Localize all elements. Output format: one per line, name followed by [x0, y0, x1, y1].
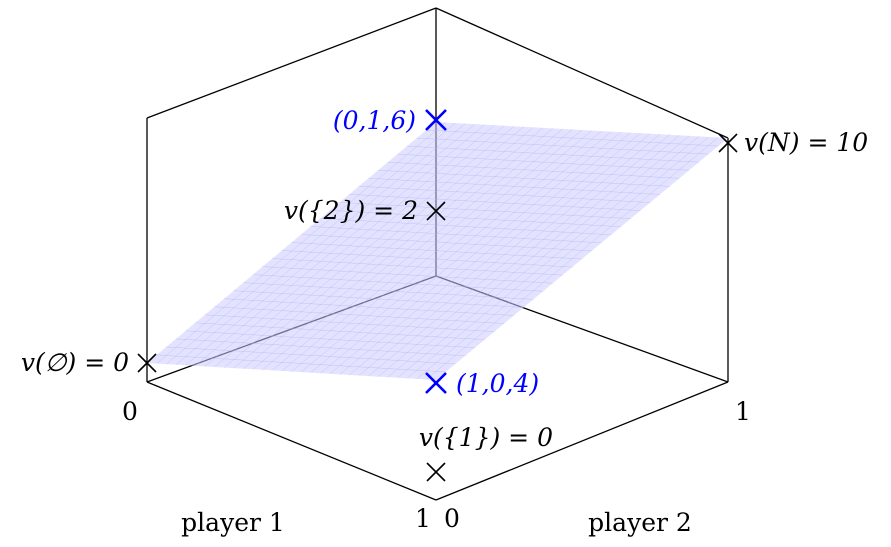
- x-tick-min: 0: [122, 397, 138, 426]
- mesh-line: [397, 153, 690, 171]
- mesh-line: [397, 135, 690, 378]
- mark-p016: [425, 109, 447, 131]
- mark-single2: [426, 201, 446, 221]
- mesh-line: [426, 137, 719, 380]
- y-axis-title: player 2: [588, 508, 692, 537]
- mark-grand: [718, 133, 738, 153]
- mesh-line: [416, 136, 709, 380]
- label-p104: (1,0,4): [456, 369, 539, 398]
- y-tick-max: 1: [735, 397, 751, 426]
- mesh-line: [416, 137, 709, 155]
- y-tick-min: 0: [444, 504, 460, 533]
- label-empty: v(∅) = 0: [21, 348, 129, 377]
- box-edge-top-right: [435, 7, 729, 139]
- x-axis-title: player 1: [181, 508, 285, 537]
- mesh-line: [387, 161, 680, 179]
- plane-mesh: [156, 122, 719, 380]
- y-axis-line: [435, 381, 729, 501]
- mesh-line: [426, 129, 719, 147]
- label-single1: v({1}) = 0: [419, 423, 553, 452]
- label-single2: v({2}) = 2: [284, 196, 418, 225]
- box-edge-top-left: [146, 7, 437, 119]
- label-grand: v(N) = 10: [744, 128, 868, 157]
- label-p016: (0,1,6): [333, 106, 416, 135]
- x-axis-line: [146, 381, 437, 501]
- mark-p104: [425, 372, 447, 394]
- mesh-line: [407, 145, 699, 163]
- plane-surface: [147, 122, 728, 380]
- point-marks: [137, 109, 738, 482]
- mesh-line: [406, 136, 699, 379]
- x-tick-max: 1: [415, 504, 431, 533]
- mark-empty: [137, 353, 157, 373]
- mark-single1: [426, 462, 446, 482]
